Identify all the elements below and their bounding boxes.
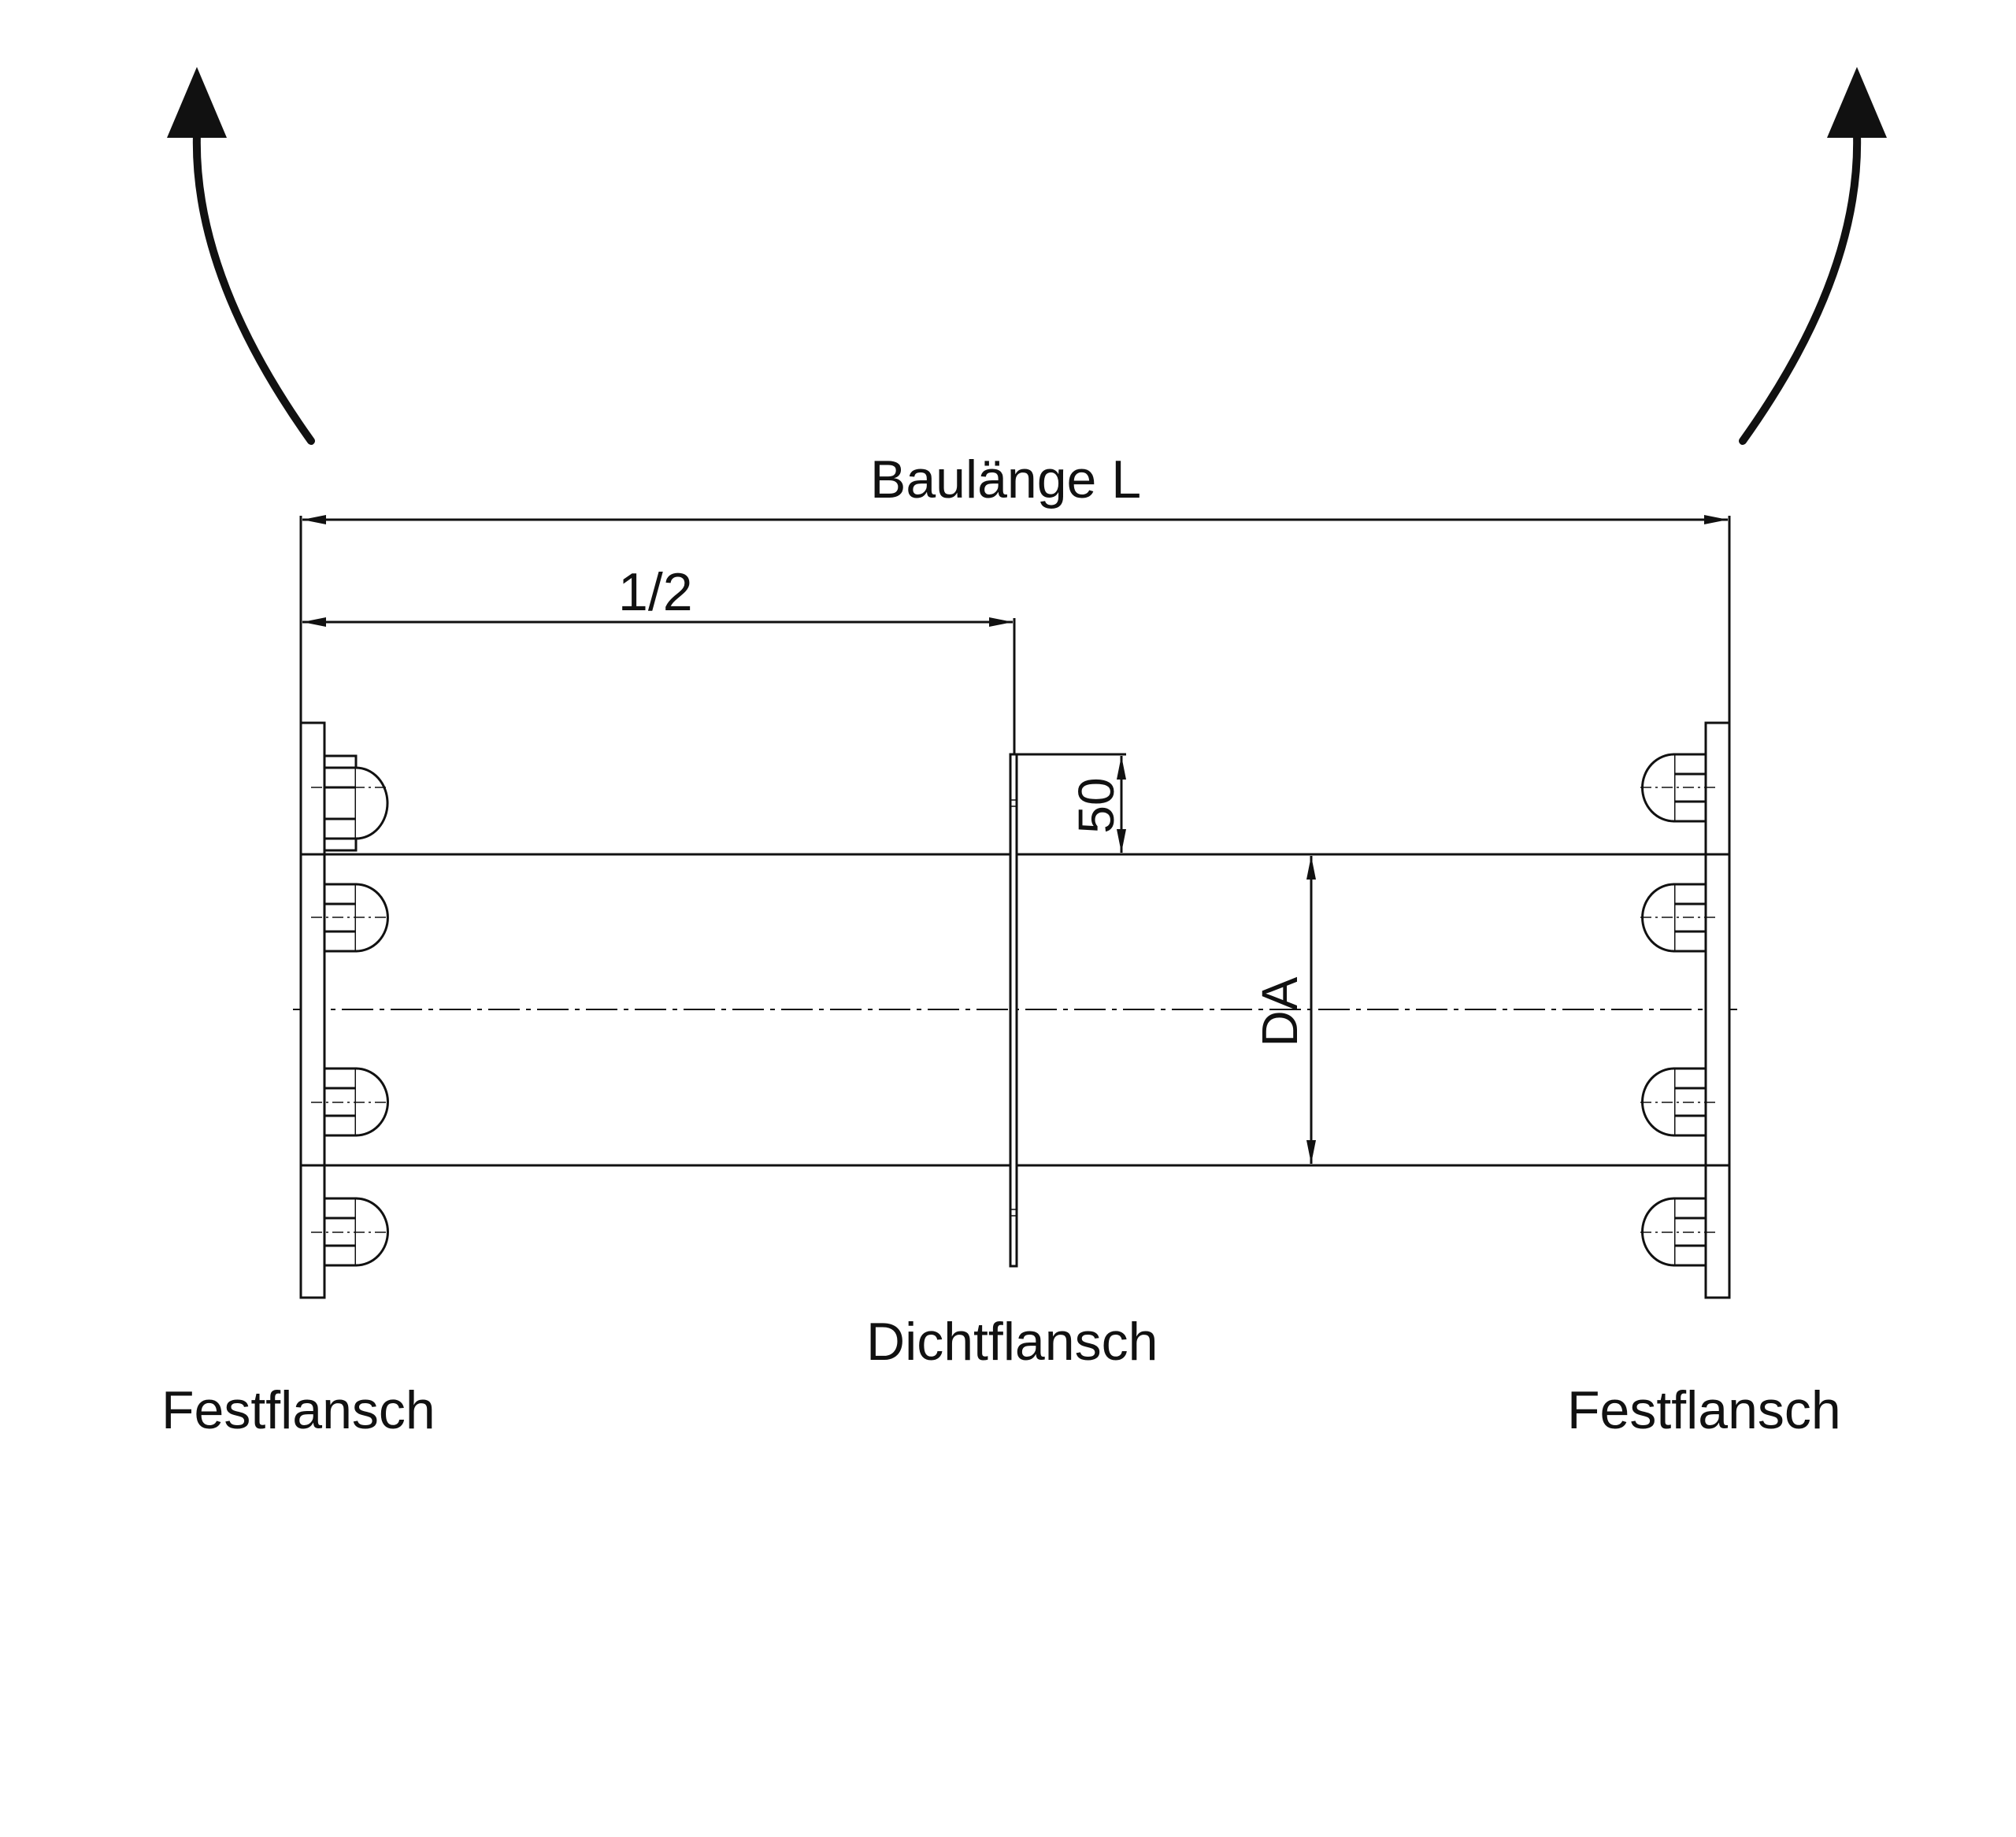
- bolt: [323, 883, 389, 953]
- overall-length-dimension: [299, 515, 1731, 724]
- flange-offset-dimension: [1017, 753, 1126, 853]
- right-fixed-flange: [1640, 721, 1731, 1299]
- overall-length-label: Baulänge L: [870, 450, 1142, 509]
- left-rotation-arrow: [167, 67, 315, 445]
- half-length-dimension: [302, 617, 1016, 756]
- sealing-flange-label: Dichtflansch: [866, 1312, 1158, 1372]
- bolt: [1641, 753, 1707, 823]
- sealing-flange: [1009, 753, 1018, 1268]
- half-length-label: 1/2: [618, 562, 693, 622]
- bolt: [1641, 1197, 1707, 1267]
- right-rotation-arrow: [1739, 67, 1887, 445]
- flange-offset-label: 50: [1068, 777, 1125, 833]
- bolt: [1641, 883, 1707, 953]
- left-flange-label: Festflansch: [161, 1380, 435, 1440]
- bolt: [323, 1197, 389, 1267]
- bolt: [1641, 1067, 1707, 1137]
- right-flange-label: Festflansch: [1567, 1380, 1841, 1440]
- left-fixed-flange: [299, 721, 390, 1299]
- bolt: [323, 754, 389, 852]
- outer-diameter-label: DA: [1251, 976, 1308, 1046]
